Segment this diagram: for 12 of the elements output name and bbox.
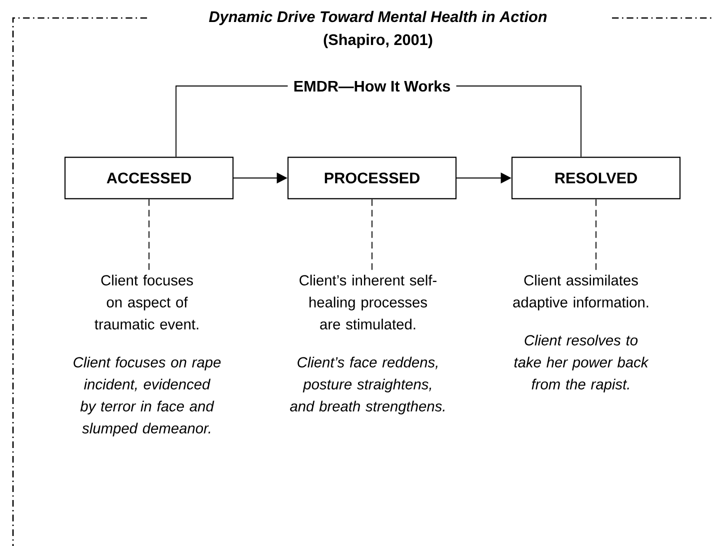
description-text: Client’s inherent self-healing processes are stimulated. Client’s face reddens, posture straightens, and breath strengthens. [290, 274, 444, 414]
leader-line [148, 198, 150, 270]
stage-box: ACCESSED [64, 156, 234, 200]
title: Dynamic Drive Toward Mental Health in Action [209, 10, 547, 26]
description-text: Client focuses on aspect of traumatic event. Client focuses on rape incident, evidenced by terror in face and slumped demeanor. [74, 274, 221, 436]
bracket-line [456, 86, 582, 158]
heading-text: EMDR—How It Works [294, 80, 450, 92]
stage-box: PROCESSED [287, 156, 457, 200]
description-text: Client assimilates adaptive information. Client resolves to take her power back from the rapist. [513, 274, 649, 392]
bracket-line [176, 86, 288, 158]
stage-box: RESOLVED [511, 156, 681, 200]
citation: (Shapiro, 2001) [324, 34, 432, 48]
